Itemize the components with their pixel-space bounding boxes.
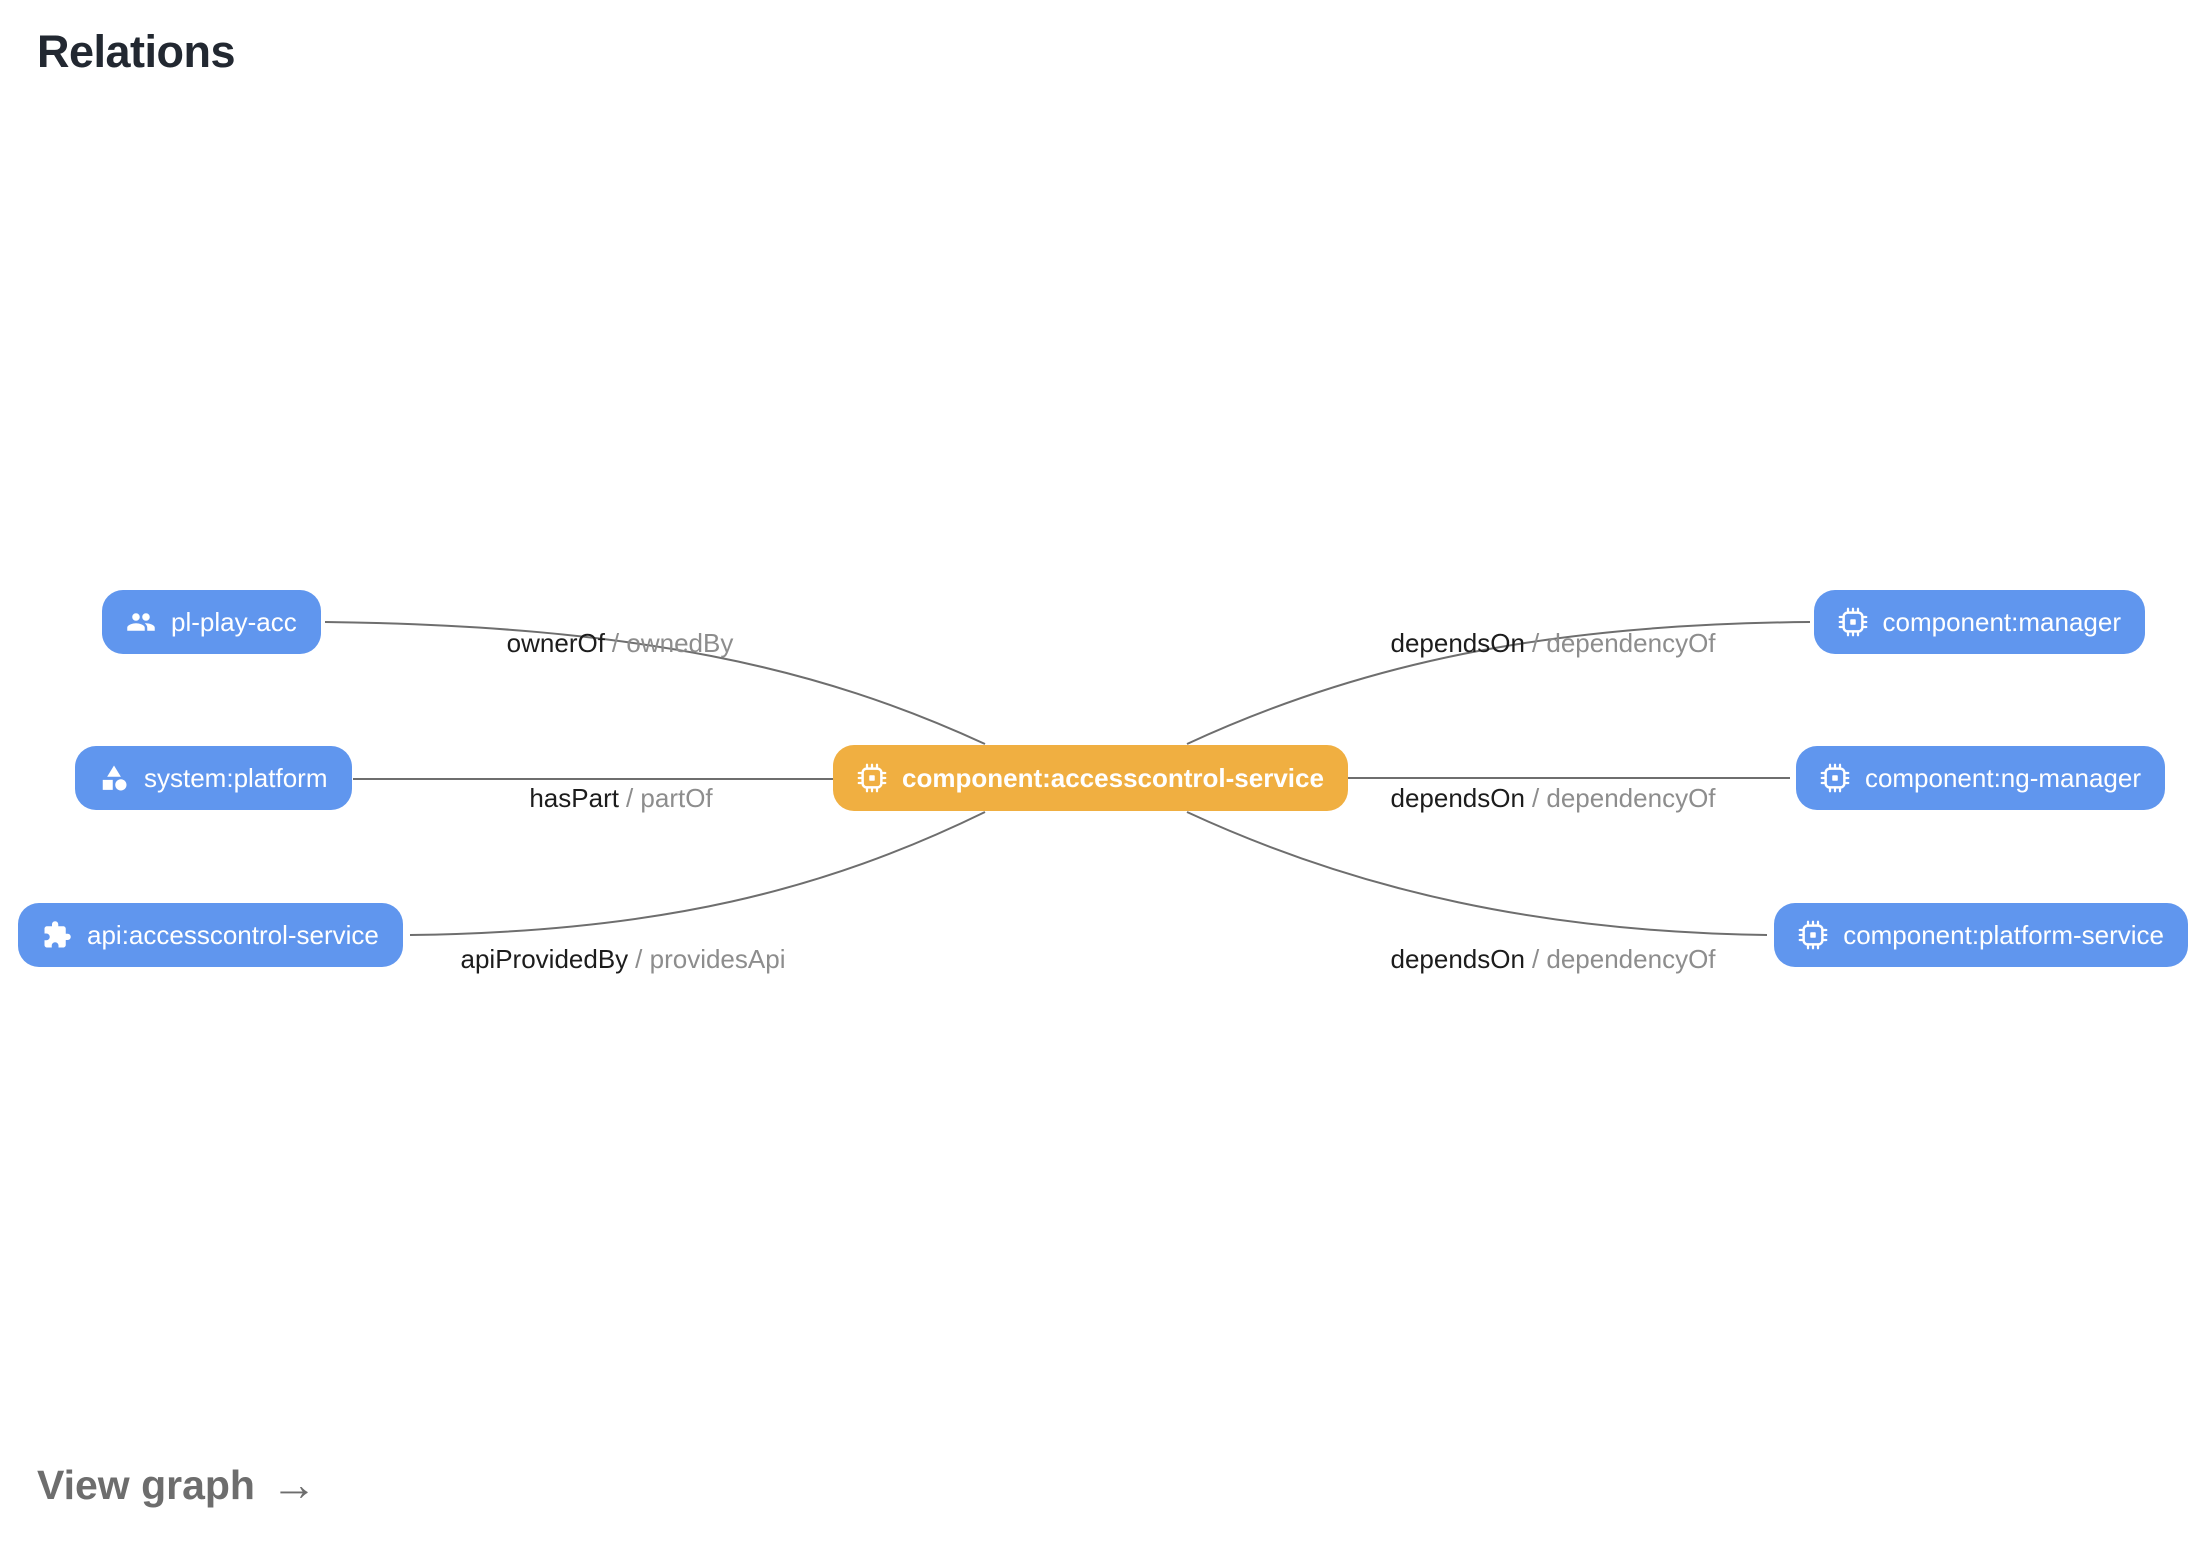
edge-label-ownerof: ownerOf / ownedBy	[507, 628, 734, 659]
edge-ownerof	[324, 621, 986, 745]
relation-forward: apiProvidedBy	[460, 944, 629, 974]
relation-reverse: / dependencyOf	[1531, 783, 1716, 813]
node-component-manager[interactable]: component:manager	[1813, 590, 2145, 654]
node-label: pl-play-acc	[171, 606, 297, 637]
chip-icon	[1838, 607, 1868, 637]
chip-icon	[1798, 920, 1828, 950]
edge-dependson-platform-service	[1186, 811, 1768, 936]
edge-dependson-manager	[1186, 621, 1811, 745]
view-graph-link[interactable]: View graph →	[37, 1457, 317, 1510]
edge-apiprovidedby	[409, 811, 986, 936]
arrow-right-icon: →	[270, 1457, 317, 1510]
node-label: component:accesscontrol-service	[902, 762, 1324, 793]
page-title: Relations	[37, 26, 236, 77]
puzzle-icon	[42, 920, 72, 950]
relation-reverse: / dependencyOf	[1531, 944, 1716, 974]
edge-label-haspart: hasPart / partOf	[529, 783, 712, 814]
relation-forward: dependsOn	[1390, 783, 1525, 813]
node-label: system:platform	[144, 762, 328, 793]
edge-label-dependson-manager: dependsOn / dependencyOf	[1390, 628, 1715, 659]
node-label: api:accesscontrol-service	[87, 919, 379, 950]
node-component-platform-service[interactable]: component:platform-service	[1774, 903, 2188, 967]
edge-label-dependson-ng-manager: dependsOn / dependencyOf	[1390, 783, 1715, 814]
chip-icon	[857, 763, 887, 793]
relation-forward: hasPart	[529, 783, 619, 813]
edge-label-dependson-platform-service: dependsOn / dependencyOf	[1390, 944, 1715, 975]
view-graph-label: View graph	[37, 1462, 255, 1508]
group-icon	[126, 607, 156, 637]
chip-icon	[1820, 763, 1850, 793]
relation-reverse: / ownedBy	[611, 628, 734, 658]
relation-forward: dependsOn	[1390, 628, 1525, 658]
node-component-accesscontrol-service[interactable]: component:accesscontrol-service	[833, 745, 1348, 811]
node-label: component:ng-manager	[1864, 762, 2141, 793]
node-pl-play-acc[interactable]: pl-play-acc	[102, 590, 321, 654]
relation-reverse: / partOf	[625, 783, 713, 813]
relation-forward: dependsOn	[1390, 944, 1525, 974]
relation-reverse: / dependencyOf	[1531, 628, 1716, 658]
category-icon	[99, 763, 129, 793]
edge-label-apiprovidedby: apiProvidedBy / providesApi	[461, 944, 786, 975]
relation-reverse: / providesApi	[635, 944, 786, 974]
node-label: component:manager	[1882, 606, 2121, 637]
node-component-ng-manager[interactable]: component:ng-manager	[1795, 746, 2165, 810]
node-system-platform[interactable]: system:platform	[75, 746, 352, 810]
relation-forward: ownerOf	[506, 628, 605, 658]
node-label: component:platform-service	[1843, 919, 2164, 950]
node-api-accesscontrol-service[interactable]: api:accesscontrol-service	[18, 903, 403, 967]
